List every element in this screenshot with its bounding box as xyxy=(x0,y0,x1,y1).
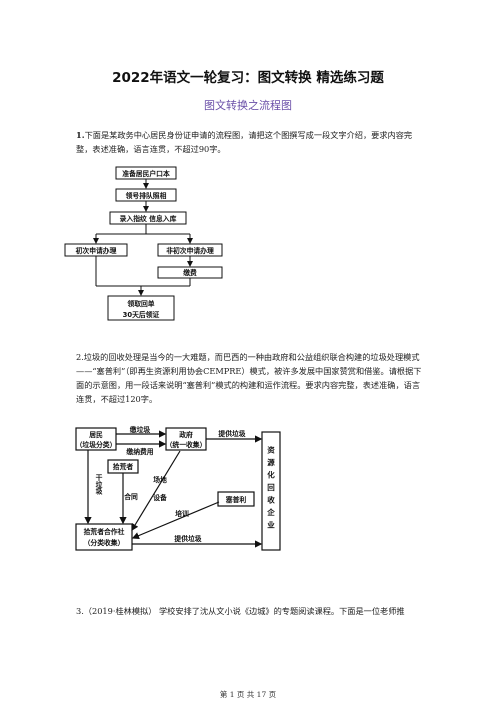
step-fingerprint-box xyxy=(109,211,187,225)
section-subtitle: 图文转换之流程图 xyxy=(204,99,292,112)
fee-label: 缴费 xyxy=(183,268,197,277)
question-1-text: 1.下面是某政务中心居民身份证申请的流程图，请把这个图撰写成一段文字介绍，要求内… xyxy=(76,128,422,156)
label-provide-trash-top: 提供垃圾 xyxy=(217,429,245,438)
final-box xyxy=(107,295,175,321)
cooperative-label-line1: 拾荒者合作社 xyxy=(84,527,125,536)
enterprise-label: 资源化回收企业 xyxy=(266,445,275,534)
label-deliver-trash: 缴垃圾 xyxy=(130,425,151,434)
picker-label: 拾荒者 xyxy=(113,462,134,471)
label-training: 培训 xyxy=(175,509,189,518)
final-label-line2: 30天后领证 xyxy=(123,310,160,319)
label-site: 场地 xyxy=(153,475,167,484)
step-prepare-label: 准备居民户口本 xyxy=(122,169,170,178)
branch-first-label: 初次申请办理 xyxy=(76,246,117,255)
resident-box xyxy=(75,427,117,451)
diagram-cempre-model: 居民 （垃圾分类） 政府 （统一收集） 拾荒者 塞普利 拾荒者合作社 （分类收集… xyxy=(75,425,281,551)
label-equipment: 设备 xyxy=(153,493,167,502)
flowchart-id-application: 准备居民户口本 领号排队照相 录入指纹 信息入库 初次申请办理 非初次申请办理 … xyxy=(64,166,223,321)
step-queue-label: 领号排队照相 xyxy=(126,191,167,200)
document-title: 2022年语文一轮复习：图文转换 精选练习题 xyxy=(112,70,384,86)
question-3-text: 3.（2019·桂林模拟） 学校安排了沈从文小说《边城》的专题阅读课程。下面是一… xyxy=(76,606,405,616)
branch-non-first-label: 非初次申请办理 xyxy=(166,246,214,255)
cempre-label: 塞普利 xyxy=(225,495,247,504)
label-contract: 合同 xyxy=(123,492,138,501)
government-label-line1: 政府 xyxy=(179,430,193,439)
label-provide-trash-bottom: 提供垃圾 xyxy=(173,534,201,543)
cooperative-label-line2: （分类收集） xyxy=(84,538,125,547)
final-label-line1: 领取回单 xyxy=(127,299,154,308)
enterprise-box xyxy=(261,431,281,551)
label-dry-trash: 干垃圾 xyxy=(94,474,102,496)
label-pay-fee: 缴纳费用 xyxy=(126,447,153,456)
question-2-text: 2.垃圾的回收处理是当今的一大难题，而巴西的一种由政府和公益组织联合构建的垃圾处… xyxy=(76,352,422,404)
resident-label-line1: 居民 xyxy=(89,431,103,439)
page-footer: 第 1 页 共 17 页 xyxy=(219,690,277,699)
government-label-line2: （统一收集） xyxy=(166,440,207,449)
question-1-body: 下面是某政务中心居民身份证申请的流程图，请把这个图撰写成一段文字介绍，要求内容完… xyxy=(76,130,413,154)
step-fingerprint-label: 录入指纹 信息入库 xyxy=(120,214,177,223)
resident-label-line2: （垃圾分类） xyxy=(76,440,117,449)
cempre-box xyxy=(217,491,255,507)
question-1-number: 1. xyxy=(76,130,85,140)
